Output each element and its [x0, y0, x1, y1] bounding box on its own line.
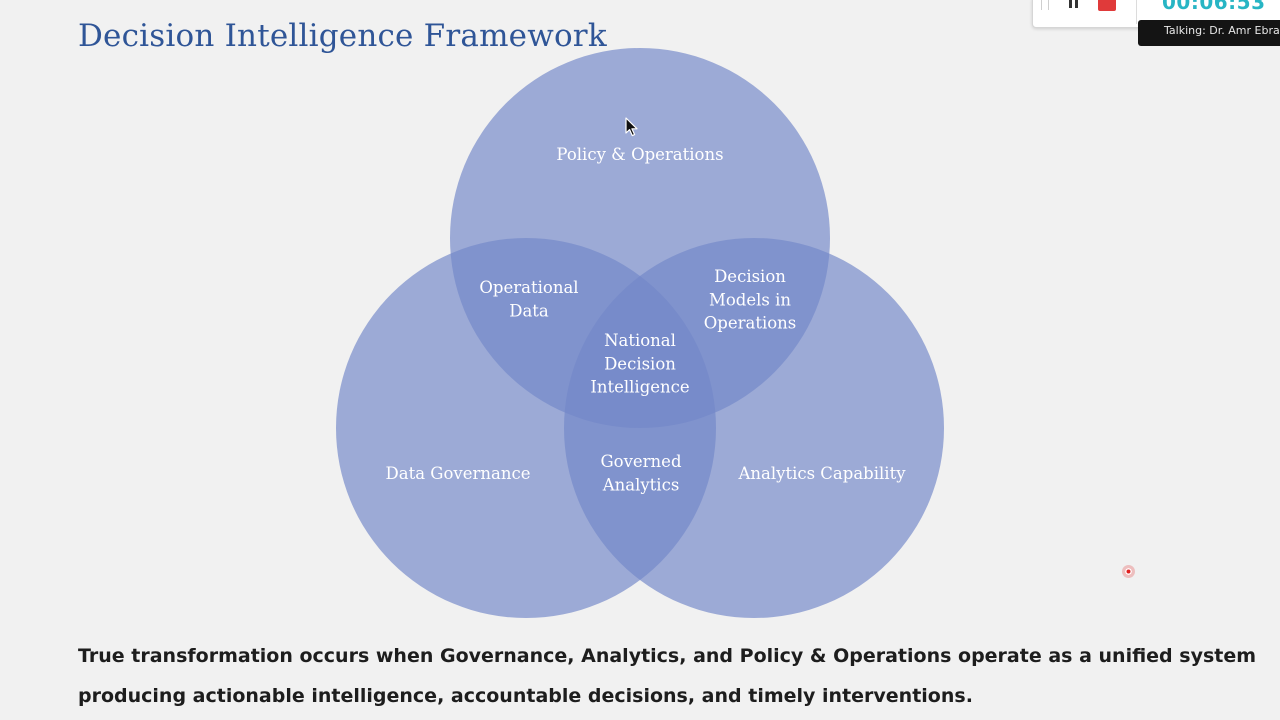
venn-label-line: Policy & Operations — [556, 145, 723, 164]
label-analytics-capability: Analytics Capability — [737, 464, 906, 483]
drag-handle-icon[interactable] — [1041, 0, 1049, 10]
talking-label: Talking: Dr. Amr Ebrahim — [1164, 24, 1280, 37]
venn-label-line: Models in — [709, 290, 791, 309]
venn-label-line: Data Governance — [386, 464, 531, 483]
venn-label-line: Decision — [714, 267, 786, 286]
pause-icon[interactable] — [1066, 0, 1080, 12]
talking-indicator: Talking: Dr. Amr Ebrahim — [1138, 20, 1280, 46]
venn-label-line: Analytics Capability — [737, 464, 906, 483]
venn-label-line: Governed — [600, 452, 681, 471]
venn-label-line: National — [604, 331, 676, 350]
venn-label-line: Operations — [704, 314, 797, 333]
venn-label-line: Intelligence — [590, 378, 689, 397]
venn-circles — [336, 48, 944, 618]
toolbar-divider — [1136, 0, 1137, 24]
venn-label-line: Decision — [604, 354, 676, 373]
slide-title: Decision Intelligence Framework — [78, 18, 607, 54]
label-data-governance: Data Governance — [386, 464, 531, 483]
circle-analytics-capability — [564, 238, 944, 618]
label-policy-operations: Policy & Operations — [556, 145, 723, 164]
venn-label-line: Operational — [479, 278, 578, 297]
caption-line-2: producing actionable intelligence, accou… — [78, 685, 973, 707]
caption-line-1: True transformation occurs when Governan… — [78, 645, 1257, 667]
venn-label-line: Analytics — [602, 475, 680, 494]
recording-timer: 00:06:53 — [1162, 0, 1266, 14]
laser-pointer-icon — [1122, 565, 1135, 578]
slide-caption: True transformation occurs when Governan… — [78, 636, 1257, 716]
stop-icon[interactable] — [1098, 0, 1116, 11]
mouse-pointer-icon — [625, 117, 638, 137]
venn-label-line: Data — [509, 301, 549, 320]
